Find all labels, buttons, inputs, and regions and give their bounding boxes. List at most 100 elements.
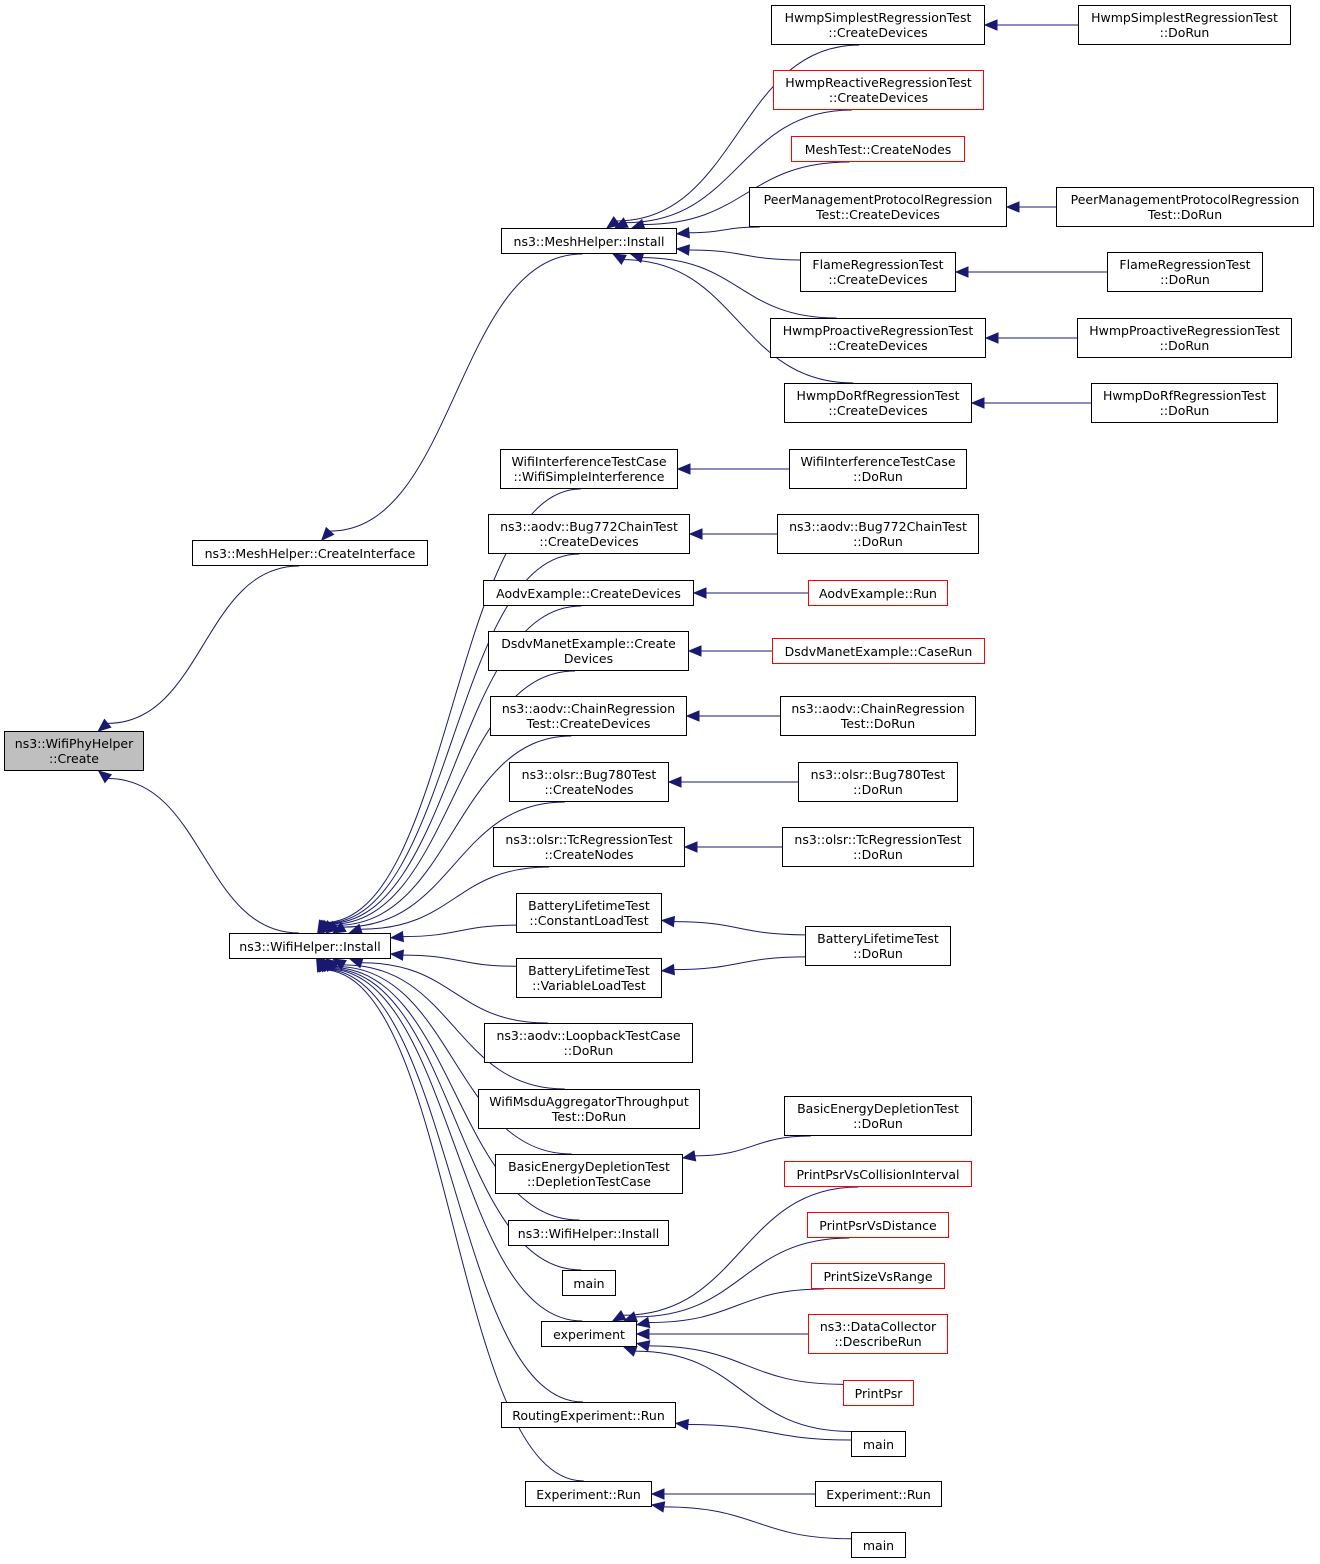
edge-mesh-install-to-mesh-create-interface bbox=[329, 253, 583, 532]
node-basicenergy-depletiontestcase[interactable]: BasicEnergyDepletionTest::DepletionTestC… bbox=[495, 1154, 683, 1194]
edge-dsdv-cd-to-wifi-install bbox=[330, 670, 576, 925]
arrowhead-experiment bbox=[635, 1328, 650, 1340]
node-printpsr[interactable]: PrintPsr bbox=[843, 1380, 914, 1406]
node-aodv-bug772-createdevices[interactable]: ns3::aodv::Bug772ChainTest::CreateDevice… bbox=[488, 514, 690, 554]
edge-main1-to-wifi-install bbox=[328, 967, 582, 1271]
node-flame-dorun[interactable]: FlameRegressionTest::DoRun bbox=[1107, 252, 1263, 292]
edge-print-size-range-to-experiment bbox=[648, 1288, 824, 1324]
node-datacollector-describerun[interactable]: ns3::DataCollector::DescribeRun bbox=[808, 1314, 948, 1354]
arrowhead-olsr-bug780-cn bbox=[667, 776, 682, 788]
arrowhead-wifi-install bbox=[331, 921, 347, 934]
node-printsizevsrange[interactable]: PrintSizeVsRange bbox=[811, 1263, 945, 1289]
node-wifiphyhelper-create: ns3::WifiPhyHelper::Create bbox=[4, 731, 144, 771]
node-wifiinterference-dorun[interactable]: WifiInterferenceTestCase::DoRun bbox=[789, 449, 967, 489]
node-aodv-bug772-dorun[interactable]: ns3::aodv::Bug772ChainTest::DoRun bbox=[777, 514, 979, 554]
arrowhead-wifi-install bbox=[389, 930, 405, 943]
node-meshhelper-createinterface[interactable]: ns3::MeshHelper::CreateInterface bbox=[192, 540, 428, 566]
edge-print-psr-to-experiment bbox=[648, 1345, 844, 1385]
arrowhead-olsr-tc-cn bbox=[683, 841, 698, 853]
arrowhead-root bbox=[97, 770, 113, 784]
node-olsr-tcregression-createnodes[interactable]: ns3::olsr::TcRegressionTest::CreateNodes bbox=[493, 827, 685, 867]
node-hwmpdorf-createdevices[interactable]: HwmpDoRfRegressionTest::CreateDevices bbox=[784, 383, 972, 423]
node-hwmpproactive-dorun[interactable]: HwmpProactiveRegressionTest::DoRun bbox=[1077, 318, 1292, 358]
arrowhead-dsdv-cd bbox=[687, 645, 702, 657]
edge-main3-to-experiment-run bbox=[663, 1506, 852, 1540]
arrowhead-routing-exp-run bbox=[674, 1418, 689, 1431]
node-experiment-run[interactable]: Experiment::Run bbox=[815, 1481, 942, 1507]
edge-print-psr-dist-to-experiment bbox=[635, 1237, 850, 1318]
node-olsr-bug780-dorun[interactable]: ns3::olsr::Bug780Test::DoRun bbox=[798, 762, 958, 802]
node-main[interactable]: main bbox=[562, 1270, 616, 1296]
edge-hwmp-dorf-cd-to-mesh-install bbox=[623, 259, 854, 384]
arrowhead-experiment bbox=[635, 1316, 651, 1329]
node-aodvexample-createdevices[interactable]: AodvExample::CreateDevices bbox=[483, 580, 694, 606]
node-wifihelper-install-overload[interactable]: ns3::WifiHelper::Install bbox=[508, 1220, 669, 1246]
node-wifihelper-install[interactable]: ns3::WifiHelper::Install bbox=[229, 933, 391, 959]
node-printpsrvscollisioninterval[interactable]: PrintPsrVsCollisionInterval bbox=[784, 1161, 972, 1187]
arrowhead-root bbox=[97, 718, 112, 732]
node-meshtest-createnodes[interactable]: MeshTest::CreateNodes bbox=[791, 136, 965, 162]
node-aodv-loopbacktestcase-dorun[interactable]: ns3::aodv::LoopbackTestCase::DoRun bbox=[484, 1023, 693, 1063]
edge-battery-var-to-wifi-install bbox=[402, 954, 517, 967]
arrowhead-wifi-install bbox=[389, 949, 405, 961]
node-meshhelper-install[interactable]: ns3::MeshHelper::Install bbox=[501, 228, 677, 254]
edge-print-psr-ci-to-experiment bbox=[623, 1186, 859, 1316]
node-battery-variableloadtest[interactable]: BatteryLifetimeTest::VariableLoadTest bbox=[516, 958, 662, 998]
edge-battery-const-to-wifi-install bbox=[402, 924, 517, 938]
node-wifiinterference-simpleinterference[interactable]: WifiInterferenceTestCase::WifiSimpleInte… bbox=[500, 449, 678, 489]
edge-battery-run-to-battery-var bbox=[673, 956, 806, 971]
arrowhead-experiment-run bbox=[650, 1488, 665, 1500]
node-olsr-bug780-createnodes[interactable]: ns3::olsr::Bug780Test::CreateNodes bbox=[509, 762, 669, 802]
node-basicenergy-dorun[interactable]: BasicEnergyDepletionTest::DoRun bbox=[784, 1096, 972, 1136]
node-battery-constantloadtest[interactable]: BatteryLifetimeTest::ConstantLoadTest bbox=[516, 893, 662, 933]
node-hwmpsimplest-dorun[interactable]: HwmpSimplestRegressionTest::DoRun bbox=[1078, 5, 1291, 45]
arrowhead-mesh-install bbox=[675, 244, 690, 256]
arrowhead-mesh-install bbox=[605, 216, 621, 229]
node-battery-dorun[interactable]: BatteryLifetimeTest::DoRun bbox=[805, 926, 951, 966]
arrowhead-mesh-install bbox=[613, 217, 629, 229]
node-experiment-run[interactable]: Experiment::Run bbox=[525, 1481, 652, 1507]
arrowhead-mesh-install bbox=[675, 227, 690, 239]
edge-aodv-example-cd-to-wifi-install bbox=[327, 605, 582, 925]
node-flame-createdevices[interactable]: FlameRegressionTest::CreateDevices bbox=[800, 252, 956, 292]
edge-aodv-bug772-cd-to-wifi-install bbox=[325, 553, 580, 924]
arrowhead-experiment bbox=[622, 1345, 638, 1357]
arrowhead-mesh-install bbox=[612, 253, 627, 265]
arrowhead-hwmp-proactive-cd bbox=[984, 332, 999, 344]
arrowhead-hwmp-dorf-cd bbox=[970, 397, 985, 409]
node-dsdvmanet-caserun[interactable]: DsdvManetExample::CaseRun bbox=[772, 638, 985, 664]
arrowhead-hwmp-simplest-cd bbox=[983, 19, 998, 31]
node-hwmpreactive-createdevices[interactable]: HwmpReactiveRegressionTest::CreateDevice… bbox=[773, 70, 984, 110]
node-aodvexample-run[interactable]: AodvExample::Run bbox=[808, 580, 948, 606]
edge-experiment-to-wifi-install bbox=[326, 968, 583, 1322]
edge-hwmp-proactive-cd-to-mesh-install bbox=[642, 257, 837, 319]
arrowhead-peer-mgmt-cd bbox=[1005, 201, 1020, 213]
edge-hwmp-reactive-cd-to-mesh-install bbox=[625, 109, 852, 224]
node-printpsrvsdistance[interactable]: PrintPsrVsDistance bbox=[807, 1212, 949, 1238]
arrowhead-wifi-install bbox=[316, 957, 328, 973]
node-experiment[interactable]: experiment bbox=[541, 1321, 637, 1347]
node-olsr-tcregression-dorun[interactable]: ns3::olsr::TcRegressionTest::DoRun bbox=[782, 827, 974, 867]
edge-aodv-loopback-to-wifi-install bbox=[361, 962, 548, 1024]
node-main[interactable]: main bbox=[851, 1532, 906, 1558]
arrowhead-wifi-interf-si bbox=[676, 463, 691, 475]
node-routingexperiment-run[interactable]: RoutingExperiment::Run bbox=[501, 1402, 676, 1428]
edge-mesh-create-interface-to-root bbox=[107, 565, 300, 724]
arrowhead-experiment bbox=[635, 1340, 651, 1352]
edge-experiment-run-to-wifi-install bbox=[322, 969, 584, 1482]
edge-flame-cd-to-mesh-install bbox=[688, 249, 801, 261]
node-main[interactable]: main bbox=[851, 1431, 906, 1457]
node-hwmpsimplest-createdevices[interactable]: HwmpSimplestRegressionTest::CreateDevice… bbox=[771, 5, 985, 45]
edge-olsr-bug780-cn-to-wifi-install bbox=[343, 801, 565, 928]
edge-meshtest-cn-to-mesh-install bbox=[643, 161, 850, 226]
edge-basic-energy-dtc-to-wifi-install bbox=[335, 965, 572, 1155]
node-hwmpproactive-createdevices[interactable]: HwmpProactiveRegressionTest::CreateDevic… bbox=[770, 318, 986, 358]
edge-olsr-tc-cn-to-wifi-install bbox=[360, 866, 550, 930]
node-hwmpdorf-dorun[interactable]: HwmpDoRfRegressionTest::DoRun bbox=[1091, 383, 1278, 423]
